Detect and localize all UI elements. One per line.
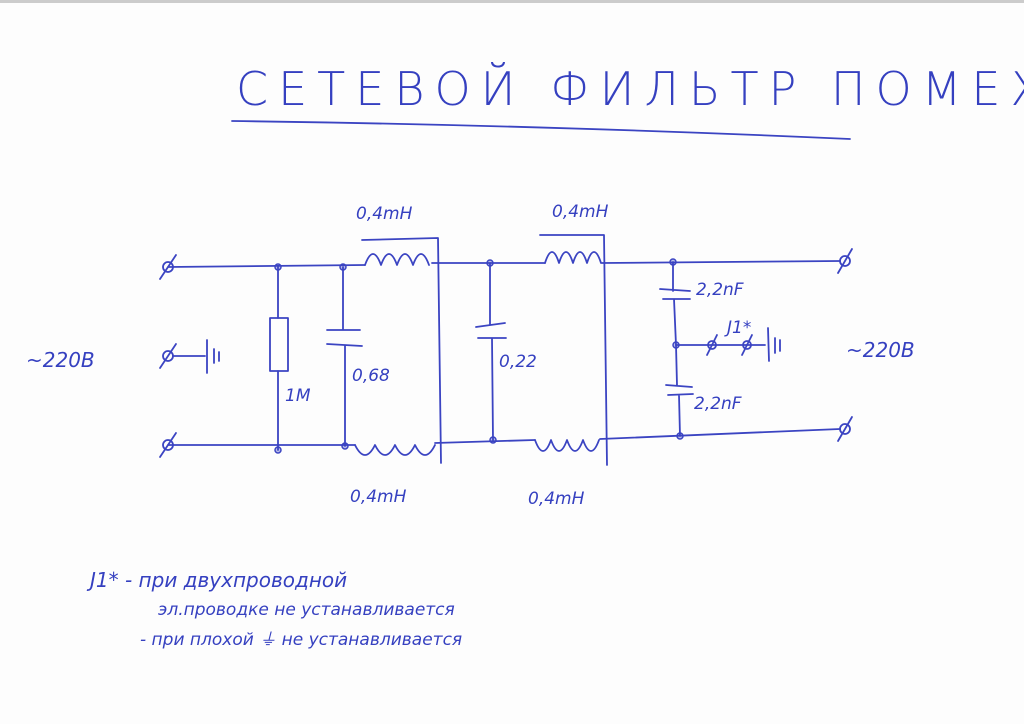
- inductor-top-2-label: 0,4mH: [552, 202, 609, 222]
- cap-2-label: 0,22: [499, 352, 537, 372]
- output-voltage-label: ~220В: [846, 338, 915, 362]
- inductor-bottom-2-label: 0,4mH: [528, 489, 585, 509]
- filter-schematic: СЕТЕВОЙ ФИЛЬТР ПОМЕХ 1M 0,68 0,4mH 0,4mH…: [26, 62, 1024, 650]
- cap-y-top-label: 2,2nF: [696, 280, 744, 300]
- capacitor-0-22: [475, 259, 507, 444]
- output-terminals: [837, 248, 853, 442]
- cap-y-bottom-label: 2,2nF: [694, 394, 742, 414]
- note-line-2: эл.проводке не устанавливается: [158, 600, 455, 620]
- resistor-1m: [269, 263, 289, 454]
- top-rail: [167, 260, 841, 268]
- capacitor-0-68: [326, 263, 363, 450]
- jumper-j1: [675, 334, 766, 356]
- inductor-bottom-2: [534, 439, 600, 452]
- resistor-label: 1M: [285, 386, 311, 406]
- inductor-top-1: [361, 237, 442, 464]
- ground-icon-input: [206, 339, 220, 374]
- inductor-bottom-1: [354, 444, 436, 456]
- input-terminals: [159, 254, 206, 458]
- capacitor-y-bottom: [665, 344, 694, 440]
- note-line-1: J1* - при двухпроводной: [86, 568, 347, 592]
- title-underline: [231, 120, 851, 140]
- jumper-label: J1*: [724, 318, 751, 338]
- cap-1-label: 0,68: [352, 366, 390, 386]
- input-voltage-label: ~220В: [26, 348, 95, 372]
- inductor-top-2: [539, 234, 608, 466]
- inductor-top-1-label: 0,4mH: [356, 204, 413, 224]
- capacitor-y-top: [659, 258, 691, 349]
- bottom-rail: [167, 428, 841, 446]
- ground-icon-output: [767, 327, 781, 362]
- title: СЕТЕВОЙ ФИЛЬТР ПОМЕХ: [236, 62, 1024, 116]
- inductor-bottom-1-label: 0,4mH: [350, 487, 407, 507]
- note-line-3: - при плохой ⏚ не устанавливается: [140, 630, 462, 650]
